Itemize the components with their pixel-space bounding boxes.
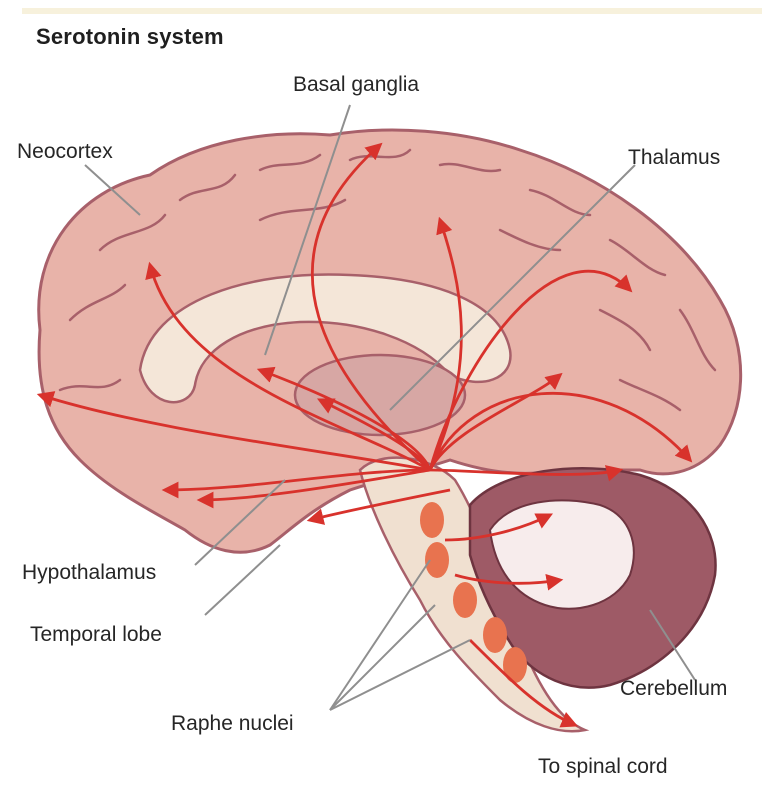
top-strip [22, 8, 762, 14]
label-raphe-nuclei: Raphe nuclei [171, 712, 294, 735]
label-thalamus: Thalamus [628, 146, 721, 169]
label-neocortex: Neocortex [17, 140, 113, 163]
leader-lines [84, 104, 696, 711]
diagram-title: Serotonin system [36, 24, 224, 49]
label-cerebellum: Cerebellum [620, 677, 728, 700]
label-basal-ganglia: Basal ganglia [293, 73, 420, 96]
label-to-spinal-cord: To spinal cord [538, 755, 668, 778]
cerebellum-white [488, 499, 635, 610]
label-hypothalamus: Hypothalamus [22, 561, 157, 584]
gyri-folds [58, 148, 717, 412]
thalamus-region [293, 353, 467, 437]
projection-arrows [36, 142, 693, 728]
raphe-nuclei-shapes [420, 502, 527, 683]
label-temporal-lobe: Temporal lobe [30, 623, 162, 646]
